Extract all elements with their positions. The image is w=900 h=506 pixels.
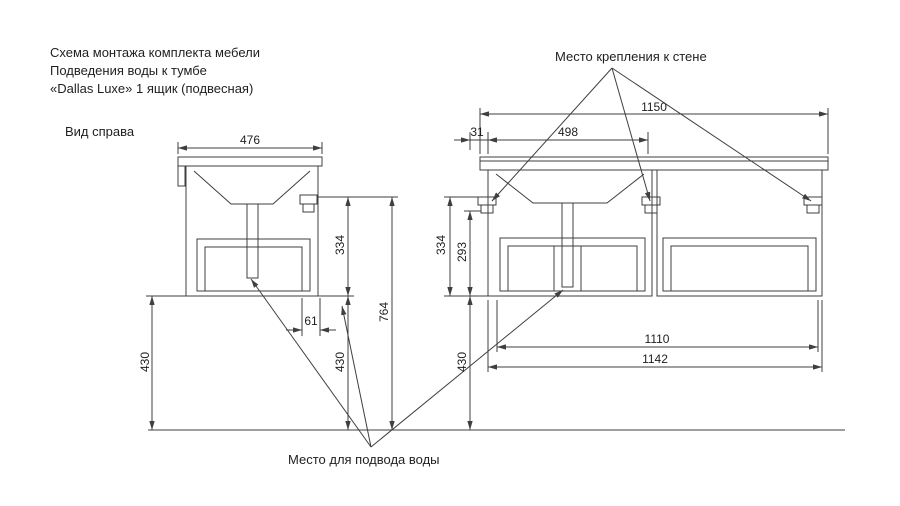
front-drawer-right bbox=[662, 237, 817, 292]
dim-value-498: 498 bbox=[557, 125, 579, 139]
side-wall-bracket bbox=[299, 194, 318, 205]
title-line-1: Схема монтажа комплекта мебели bbox=[50, 45, 260, 60]
drawing-title: Схема монтажа комплекта мебели Подведени… bbox=[50, 44, 260, 98]
dim-value-61: 61 bbox=[304, 314, 318, 328]
dim-value-430-left: 430 bbox=[138, 351, 152, 373]
dim-value-430-mid: 430 bbox=[333, 351, 347, 373]
front-cabinet-right bbox=[656, 169, 823, 297]
front-sink-basin bbox=[495, 173, 645, 204]
dim-value-293: 293 bbox=[455, 241, 469, 263]
wall-bracket-right bbox=[803, 196, 823, 214]
dim-value-1150: 1150 bbox=[641, 100, 667, 114]
side-view-label: Вид справа bbox=[65, 124, 135, 139]
side-view-cabinet bbox=[177, 156, 323, 297]
dim-value-1110: 1110 bbox=[644, 332, 670, 346]
side-drawer-inner bbox=[204, 246, 303, 291]
title-line-2: Подведения воды к тумбе bbox=[50, 63, 207, 78]
side-drain-pipe bbox=[246, 203, 259, 279]
wall-mount-label: Место крепления к стене bbox=[555, 49, 707, 64]
side-sink-basin bbox=[193, 170, 311, 205]
side-countertop bbox=[177, 156, 323, 167]
wall-mount-leaders bbox=[491, 67, 812, 202]
side-drawer bbox=[196, 238, 311, 292]
side-cabinet-body bbox=[185, 165, 319, 297]
dim-value-476: 476 bbox=[239, 133, 261, 147]
front-cabinet-left bbox=[487, 169, 653, 297]
water-supply-label: Место для подвода воды bbox=[288, 452, 440, 467]
dim-value-31: 31 bbox=[470, 125, 484, 139]
side-wall-bracket-lower bbox=[302, 203, 315, 213]
wall-bracket-left bbox=[477, 196, 497, 214]
dim-value-1142: 1142 bbox=[642, 352, 668, 366]
dim-value-334-front: 334 bbox=[434, 234, 448, 256]
wall-bracket-middle bbox=[641, 196, 661, 214]
title-line-3: «Dallas Luxe» 1 ящик (подвесная) bbox=[50, 81, 254, 96]
dim-value-764: 764 bbox=[377, 301, 391, 323]
water-supply-leaders bbox=[250, 278, 564, 448]
front-drawer-right-inner bbox=[670, 245, 809, 291]
front-drawer-left-inner bbox=[507, 245, 638, 291]
front-drawer-left bbox=[499, 237, 646, 292]
dim-value-430-front: 430 bbox=[455, 351, 469, 373]
side-counter-edge bbox=[177, 165, 186, 187]
front-drain-pipe bbox=[561, 202, 574, 288]
front-view-cabinet bbox=[477, 156, 829, 297]
dim-value-334-side: 334 bbox=[333, 234, 347, 256]
front-countertop bbox=[479, 156, 829, 171]
dimension-lines bbox=[146, 108, 845, 431]
